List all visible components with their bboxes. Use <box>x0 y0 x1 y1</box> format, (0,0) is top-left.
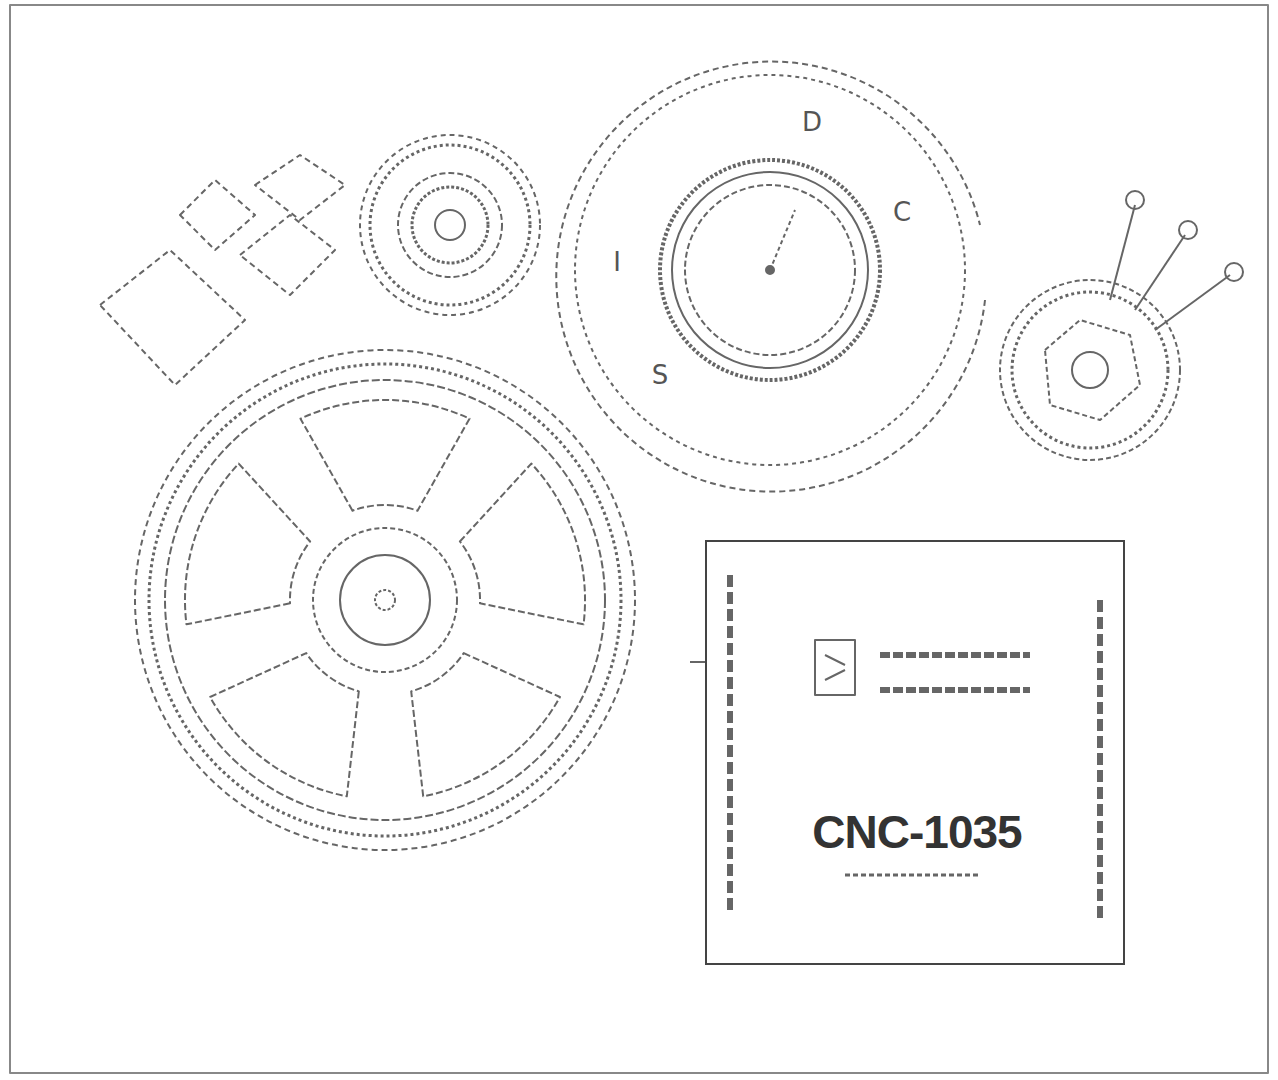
dial-mark: D <box>802 109 822 135</box>
part-number: CNC-1035 <box>812 805 1021 859</box>
spoked-wheel <box>135 350 635 850</box>
diamond-parts <box>100 155 345 385</box>
title-block-marks <box>690 575 1100 920</box>
dial-mark: C <box>893 199 911 225</box>
small-gear <box>360 135 540 315</box>
dial-mark: I <box>613 249 621 275</box>
title-block: CNC-1035 <box>705 540 1125 965</box>
knob <box>1000 191 1243 460</box>
dial-disk <box>556 62 985 492</box>
dial-mark: S <box>652 362 669 388</box>
drawing-frame <box>10 5 1268 1073</box>
